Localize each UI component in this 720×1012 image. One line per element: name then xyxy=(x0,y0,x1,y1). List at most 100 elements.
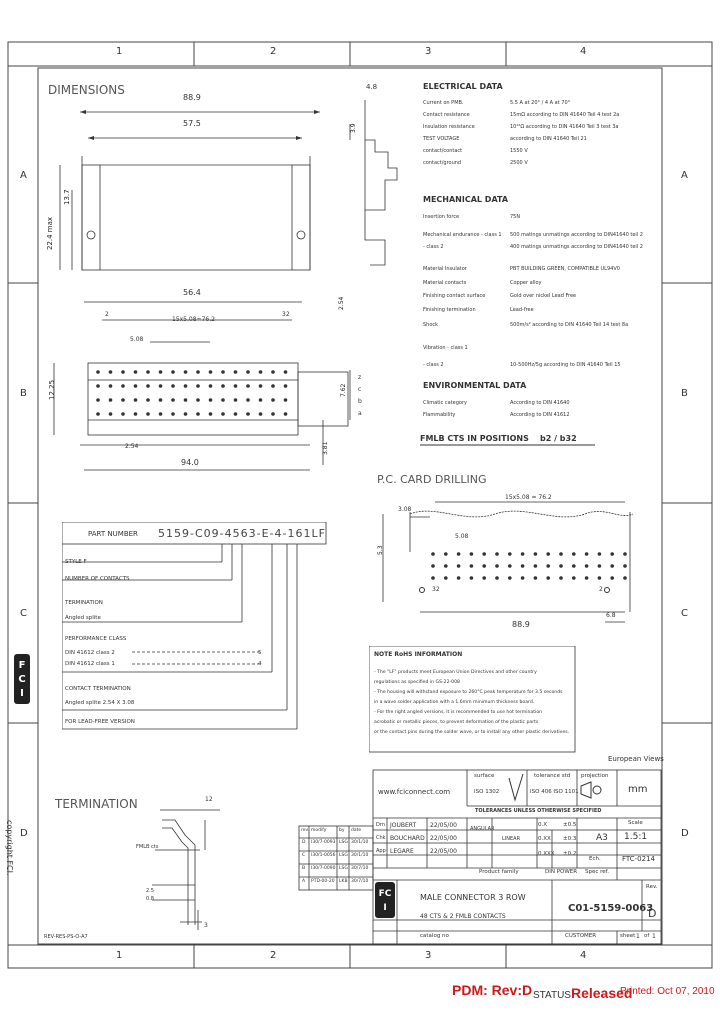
pcb-hole xyxy=(572,564,576,568)
pcb-hole xyxy=(431,564,435,568)
electrical-row-value: 5.5 A at 20° / 4 A at 70° xyxy=(510,100,571,106)
pcb-hole xyxy=(456,564,461,568)
rohs-line: acrobatic or metallic pieces, to prevent… xyxy=(374,720,539,725)
row-label-b-right: B xyxy=(681,388,688,399)
pcb-2-label: 2 xyxy=(599,586,603,593)
tb-tol-2: ±0.3 xyxy=(563,836,577,842)
fmlb-label: FMLB CTS IN POSITIONS xyxy=(420,434,529,443)
tb-rev-cell: D xyxy=(302,840,306,845)
row-z-label: z xyxy=(358,374,362,381)
dimensions-drawing xyxy=(53,100,398,471)
dim-inner: 57.5 xyxy=(183,119,201,128)
svg-text:F: F xyxy=(19,660,26,671)
pcb-hole xyxy=(456,552,461,556)
tb-sign-date: 22/05/00 xyxy=(430,835,457,842)
tb-rev-cell: 30/1/10 xyxy=(351,853,369,858)
contact-hole xyxy=(208,370,213,374)
contact-hole xyxy=(133,412,138,416)
footer-printed: Printed: Oct 07, 2010 xyxy=(620,986,715,997)
rohs-line: regulations as specified in GS-22-008 xyxy=(374,680,460,685)
tb-rev-cell: LSG xyxy=(339,866,348,871)
environmental-heading: ENVIRONMENTAL DATA xyxy=(423,381,527,390)
contact-hole xyxy=(271,398,275,402)
contact-grid-top xyxy=(96,370,288,416)
mechanical-row-value: 75N xyxy=(510,214,521,220)
dim-3-9: 3.9 xyxy=(350,123,357,133)
pcb-hole xyxy=(533,552,538,556)
pcb-hole xyxy=(482,564,486,568)
pcb-hole xyxy=(444,564,448,568)
contact-hole xyxy=(208,412,213,416)
contact-hole xyxy=(258,398,263,402)
pcb-hole xyxy=(572,552,576,556)
tb-iso1302: ISO 1302 xyxy=(474,789,500,795)
rohs-line: - The "LF" products meet European Union … xyxy=(374,670,537,675)
mechanical-row-value: 500m/s² according to DIN 41640 Teil 14 t… xyxy=(510,322,629,328)
dimensions-title: DIMENSIONS xyxy=(48,83,125,97)
pn-contact-term: CONTACT TERMINATION xyxy=(65,686,131,692)
contact-hole xyxy=(258,412,263,416)
tb-range-3: 0.XXX xyxy=(538,851,555,857)
mechanical-row-label: Insertion force xyxy=(423,214,460,220)
tb-scale: 1.5:1 xyxy=(624,832,648,842)
contact-hole xyxy=(158,412,163,416)
fmlb-underline xyxy=(420,444,595,446)
contact-hole xyxy=(258,370,263,374)
contact-hole xyxy=(258,384,263,388)
contact-hole xyxy=(121,398,125,402)
pcb-hole xyxy=(508,564,512,568)
contact-hole xyxy=(246,412,250,416)
contact-hole xyxy=(271,412,275,416)
contact-hole xyxy=(133,384,138,388)
col-label-3-bottom: 3 xyxy=(425,950,432,961)
contact-hole xyxy=(196,412,200,416)
tb-sign-name: BOUCHARD xyxy=(390,835,425,842)
col-label-4-bottom: 4 xyxy=(580,950,587,961)
contact-hole xyxy=(221,370,225,374)
pn-style: STYLE F xyxy=(65,559,87,565)
pcb-hole xyxy=(559,576,563,580)
rohs-line: - For the right angled versions, it is r… xyxy=(374,710,543,715)
tb-rev-cell: LSG xyxy=(339,853,348,858)
electrical-row-value: 1550 V xyxy=(510,148,528,154)
row-label-a-right: A xyxy=(681,170,688,181)
contact-hole xyxy=(96,384,100,388)
contact-hole xyxy=(271,384,275,388)
contact-hole xyxy=(146,370,150,374)
dim-spacing: 5.08 xyxy=(130,336,144,343)
mechanical-row-label: Shock xyxy=(423,322,439,328)
dim-rows-pitch: 2.54 xyxy=(338,296,345,310)
tb-spec-ref: Spec ref. xyxy=(585,869,609,875)
tb-sheet-no: 1 xyxy=(636,933,640,940)
contact-hole xyxy=(183,412,188,416)
contact-hole xyxy=(121,370,125,374)
mechanical-row-value: 400 matings unmatings according to DIN41… xyxy=(510,244,643,250)
pcb-hole xyxy=(469,564,474,568)
contact-hole xyxy=(233,412,238,416)
row-b-label: b xyxy=(358,398,362,405)
contact-hole xyxy=(133,370,138,374)
dim-22-4: 22.4 max xyxy=(46,216,54,250)
tb-rev-cell: LKB xyxy=(339,879,348,884)
pcb-hole xyxy=(533,564,538,568)
tb-sign-name: JOUBERT xyxy=(390,822,417,829)
contact-hole xyxy=(221,384,225,388)
contact-hole xyxy=(283,384,288,388)
contact-hole xyxy=(146,398,150,402)
rohs-box xyxy=(369,646,576,753)
contact-hole xyxy=(196,398,200,402)
contact-hole xyxy=(108,384,113,388)
pcb-hole xyxy=(546,576,550,580)
pcb-hole xyxy=(533,576,538,580)
pcb-6-8: 6.8 xyxy=(606,612,616,619)
pcb-hole xyxy=(482,552,486,556)
pcb-pitch-label: 15x5.08 = 76.2 xyxy=(505,494,552,501)
pcb-hole xyxy=(495,576,499,580)
pcb-5-3: 5.3 xyxy=(377,545,384,555)
environmental-row-label: Flammability xyxy=(423,412,456,418)
tb-of: of xyxy=(644,933,650,939)
contact-hole xyxy=(121,384,125,388)
tb-product-family-value: DIN POWER xyxy=(545,869,578,875)
pcb-hole xyxy=(520,564,525,568)
dim-94: 94.0 xyxy=(181,458,199,467)
